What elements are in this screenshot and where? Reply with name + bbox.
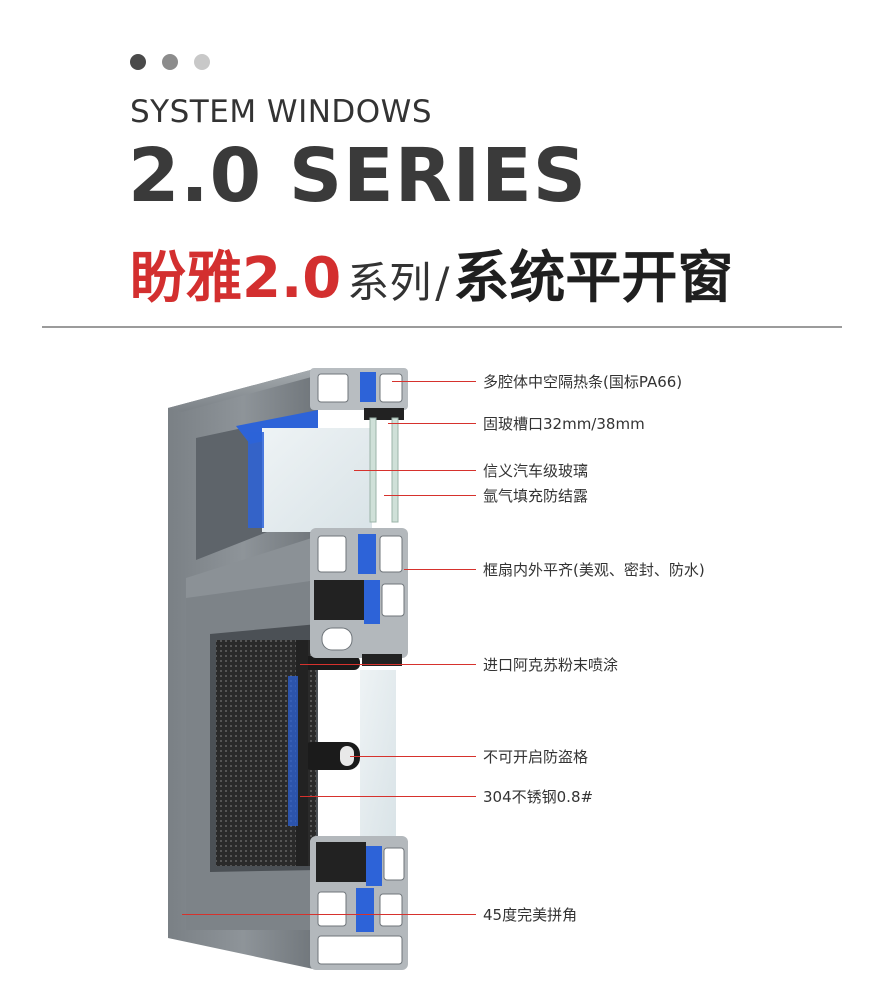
- grid-bar-top: [300, 656, 360, 670]
- upper-glass: [262, 428, 372, 532]
- product-series-word: 系列: [347, 258, 432, 307]
- grid-bar-mid-cap: [340, 746, 354, 766]
- profile-top: [310, 368, 408, 420]
- transom: [186, 536, 318, 600]
- callout-label-glass: 信义汽车级玻璃: [483, 462, 589, 480]
- series-title: 2.0 SERIES: [128, 133, 588, 219]
- title-slash: /: [435, 258, 450, 307]
- profile-middle: [310, 528, 408, 666]
- callout-line-7: [350, 756, 476, 757]
- dot-light: [194, 54, 210, 70]
- grid-bar-vert: [296, 640, 308, 866]
- dot-dark: [130, 54, 146, 70]
- callout-line-1: [392, 381, 476, 382]
- callout-line-8: [300, 796, 476, 797]
- callout-label-stainless-mesh: 304不锈钢0.8#: [483, 788, 594, 806]
- callout-label-flush-frame: 框扇内外平齐(美观、密封、防水): [483, 561, 705, 579]
- callout-line-4: [384, 495, 476, 496]
- eyebrow-title: SYSTEM WINDOWS: [130, 94, 432, 130]
- lower-glass: [360, 670, 396, 840]
- divider: [42, 326, 842, 328]
- callout-line-6: [300, 664, 476, 665]
- callout-line-3: [354, 470, 476, 471]
- callout-line-9: [182, 914, 476, 915]
- product-type: 系统平开窗: [453, 246, 734, 311]
- callout-line-2: [388, 423, 476, 424]
- frame-top-face: [168, 368, 330, 412]
- callout-label-corner-joint: 45度完美拼角: [483, 906, 578, 924]
- dot-mid: [162, 54, 178, 70]
- callout-label-argon: 氩气填充防结露: [483, 487, 589, 505]
- upper-glass-seal: [248, 432, 264, 528]
- callout-line-5: [404, 569, 476, 570]
- callout-label-thermal-strip: 多腔体中空隔热条(国标PA66): [483, 373, 683, 391]
- mesh-blue-edge: [288, 676, 298, 826]
- product-name: 盼雅2.0: [130, 246, 342, 311]
- callout-label-powder-coating: 进口阿克苏粉末喷涂: [483, 656, 619, 674]
- callout-label-glass-groove: 固玻槽口32mm/38mm: [483, 415, 645, 433]
- callout-label-security-grid: 不可开启防盗格: [483, 748, 589, 766]
- profile-bottom: [310, 836, 408, 970]
